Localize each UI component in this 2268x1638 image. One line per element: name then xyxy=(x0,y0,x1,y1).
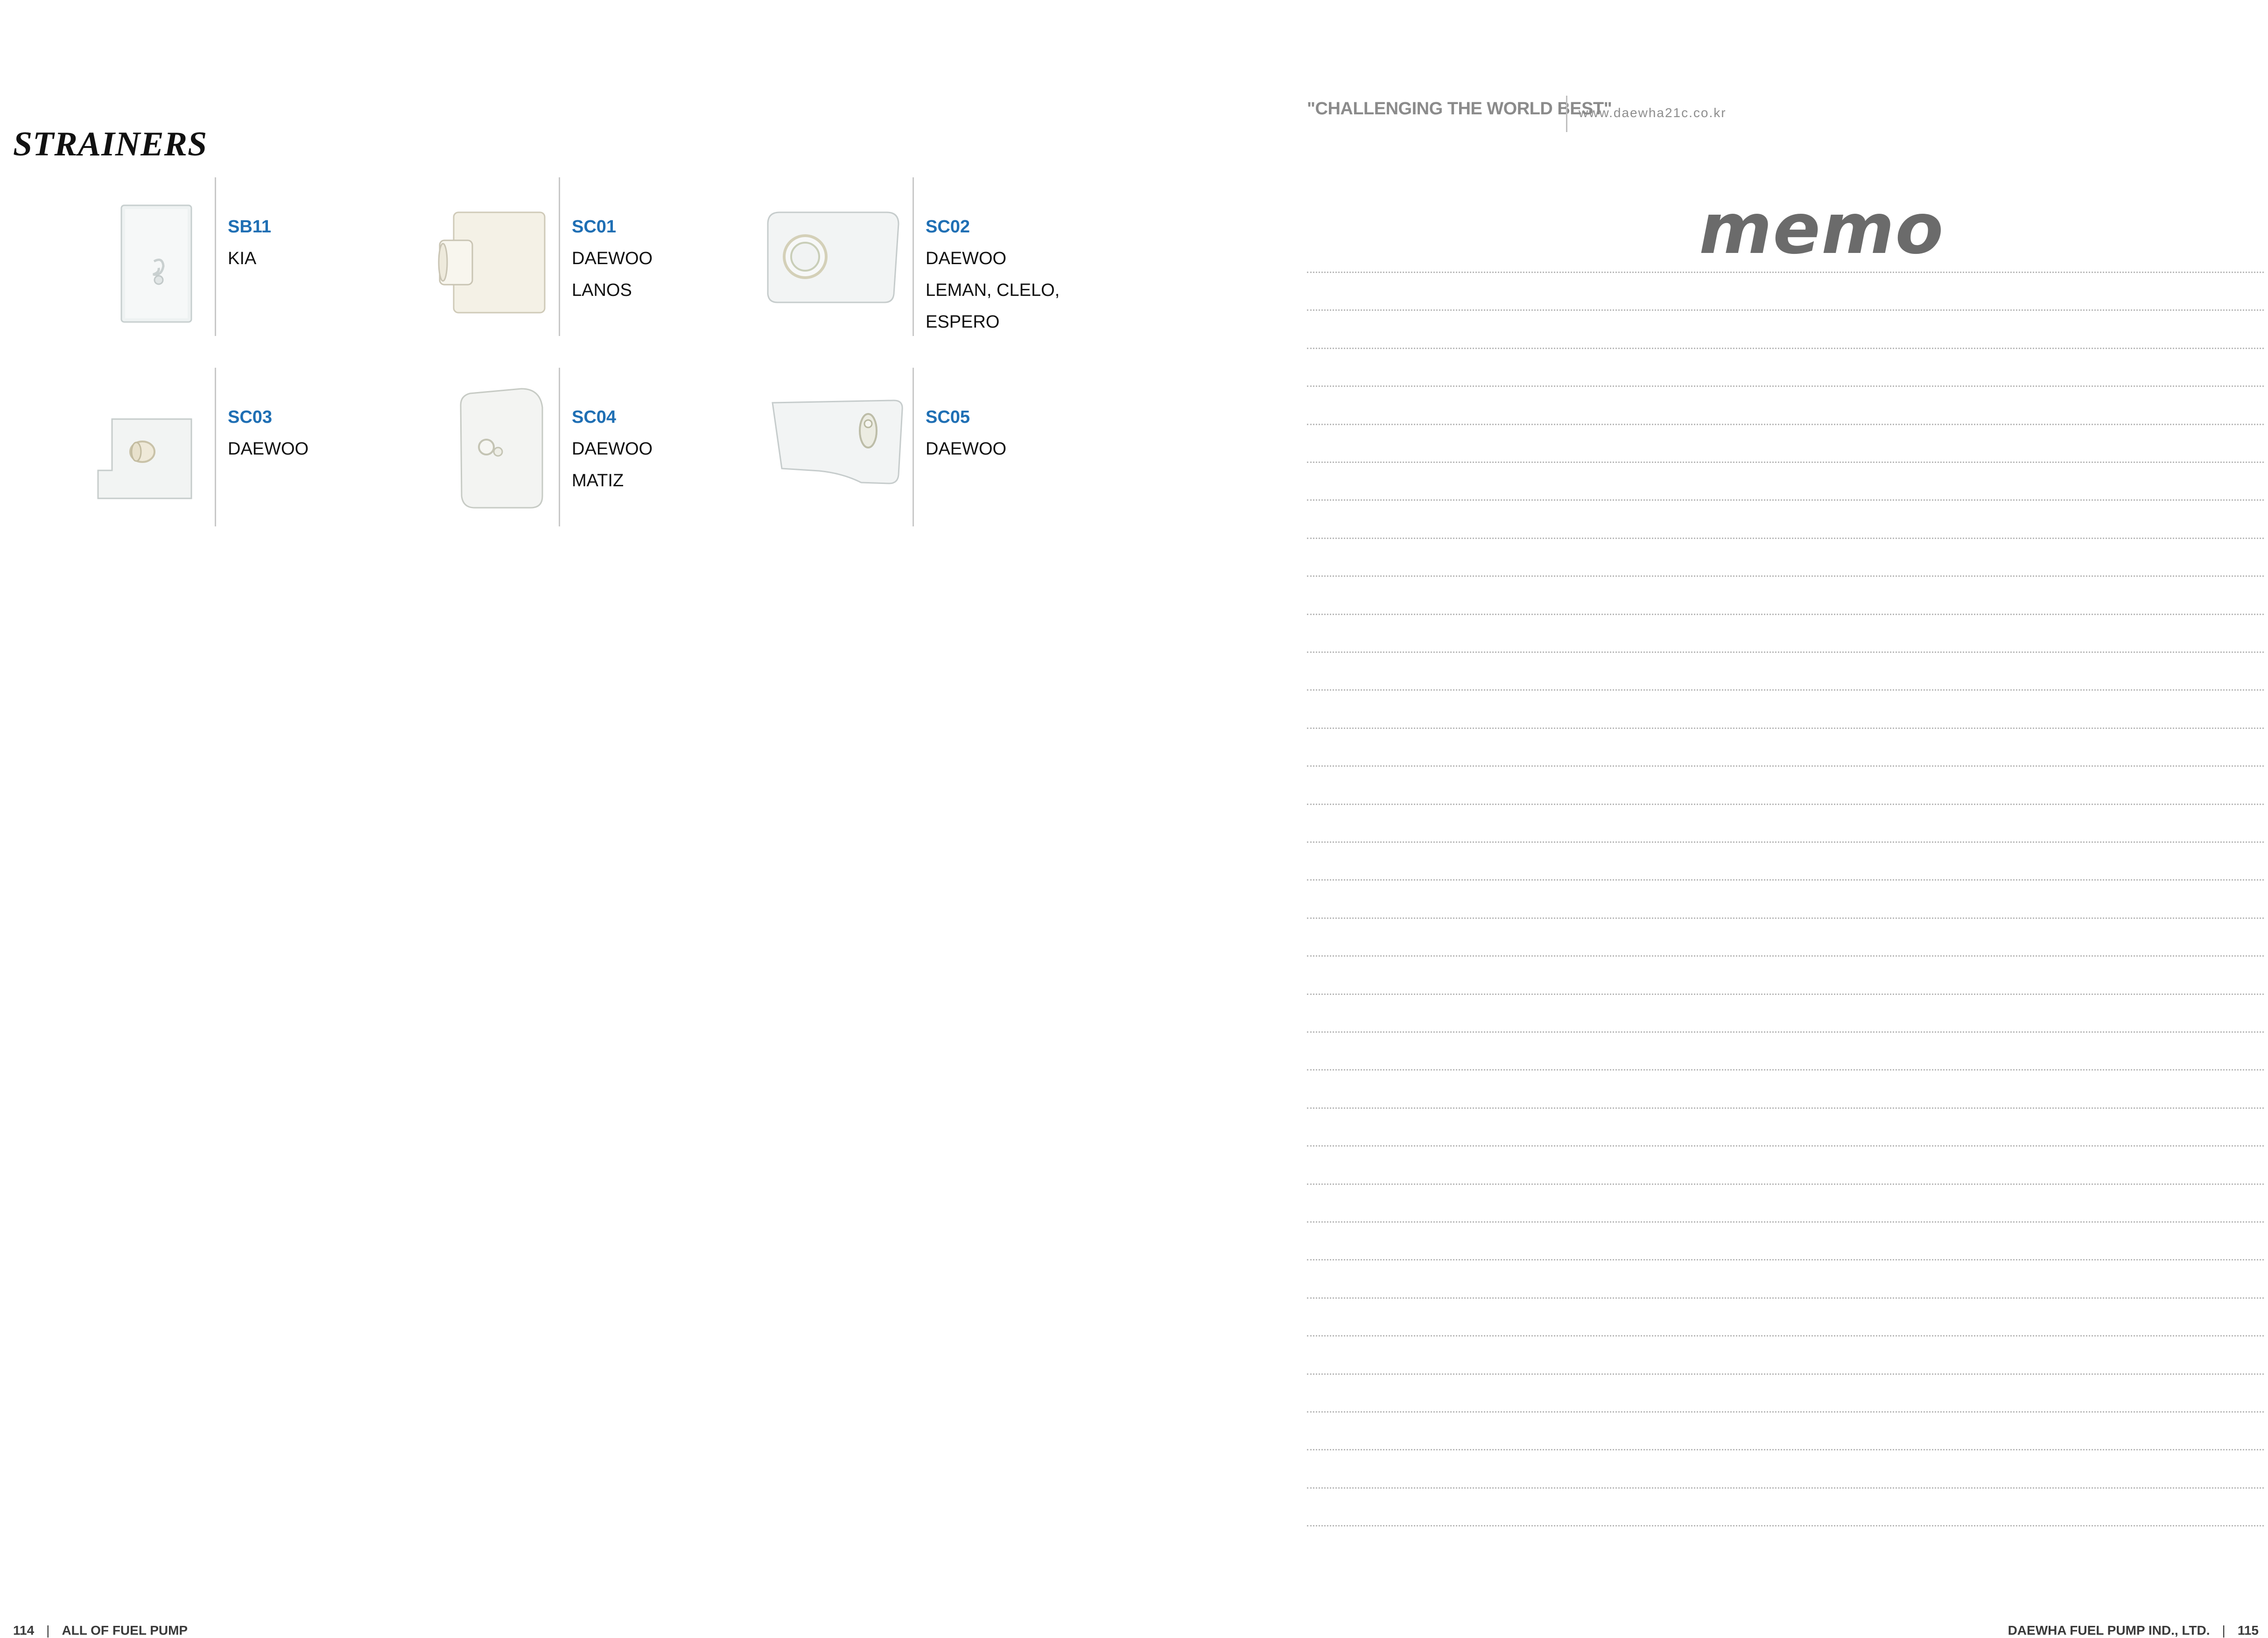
left-footer: 114 | ALL OF FUEL PUMP xyxy=(13,1623,188,1638)
product-card: SC04 DAEWOO MATIZ xyxy=(433,368,759,526)
memo-rule-line xyxy=(1307,1487,2264,1489)
memo-rule-line xyxy=(1307,1411,2264,1413)
memo-rule-line xyxy=(1307,462,2264,463)
memo-rule-line xyxy=(1307,1259,2264,1260)
product-application: LANOS xyxy=(572,280,632,300)
product-application: LEMAN, CLELO, xyxy=(926,280,1060,300)
memo-rule-line xyxy=(1307,804,2264,805)
header-divider xyxy=(1566,96,1567,132)
memo-rule-line xyxy=(1307,1221,2264,1223)
memo-rule-line xyxy=(1307,1107,2264,1109)
memo-ruled-area xyxy=(1307,272,2264,1532)
left-page-number: 114 xyxy=(13,1623,35,1638)
memo-rule-line xyxy=(1307,765,2264,767)
section-title: STRAINERS xyxy=(13,125,208,163)
product-card: SC02 DAEWOO LEMAN, CLELO, ESPERO xyxy=(767,177,1113,338)
product-code: SC04 xyxy=(572,407,617,427)
product-application: DAEWOO xyxy=(572,439,653,459)
footer-separator: | xyxy=(2222,1623,2226,1638)
memo-rule-line xyxy=(1307,499,2264,501)
footer-separator: | xyxy=(46,1623,50,1638)
product-divider xyxy=(913,368,914,526)
website-url: www.daewha21c.co.kr xyxy=(1579,105,1727,120)
product-divider xyxy=(913,177,914,336)
memo-rule-line xyxy=(1307,309,2264,311)
strainer-sc02-image xyxy=(767,211,899,303)
product-card: SC03 DAEWOO xyxy=(89,368,415,526)
product-code: SB11 xyxy=(228,217,271,237)
memo-rule-line xyxy=(1307,917,2264,919)
right-footer-text: DAEWHA FUEL PUMP IND., LTD. xyxy=(2008,1623,2210,1638)
product-card: SC05 DAEWOO xyxy=(772,368,1113,526)
memo-rule-line xyxy=(1307,879,2264,881)
product-application: DAEWOO xyxy=(572,249,653,268)
memo-rule-line xyxy=(1307,1373,2264,1375)
product-application: ESPERO xyxy=(926,312,1000,332)
memo-rule-line xyxy=(1307,1297,2264,1299)
product-divider xyxy=(215,368,216,526)
product-application: DAEWOO xyxy=(926,249,1007,268)
product-application: DAEWOO xyxy=(926,439,1007,459)
strainer-sc03-image xyxy=(97,418,192,499)
memo-rule-line xyxy=(1307,955,2264,957)
product-application: MATIZ xyxy=(572,471,624,490)
product-code: SC01 xyxy=(572,217,617,237)
right-footer: DAEWHA FUEL PUMP IND., LTD. | 115 xyxy=(2008,1623,2259,1638)
memo-rule-line xyxy=(1307,1145,2264,1147)
memo-rule-line xyxy=(1307,348,2264,349)
product-code: SC02 xyxy=(926,217,970,237)
product-info: SB11 KIA xyxy=(228,211,271,274)
memo-rule-line xyxy=(1307,272,2264,273)
memo-rule-line xyxy=(1307,1449,2264,1450)
product-info: SC02 DAEWOO LEMAN, CLELO, ESPERO xyxy=(926,211,1060,338)
memo-rule-line xyxy=(1307,994,2264,995)
product-info: SC01 DAEWOO LANOS xyxy=(572,211,653,306)
product-divider xyxy=(559,368,560,526)
left-footer-text: ALL OF FUEL PUMP xyxy=(62,1623,188,1638)
product-divider xyxy=(559,177,560,336)
product-card: SB11 KIA xyxy=(89,177,415,336)
product-code: SC05 xyxy=(926,407,970,427)
strainer-sb11-image xyxy=(120,204,192,323)
strainer-sc01-image xyxy=(438,211,546,314)
memo-rule-line xyxy=(1307,575,2264,577)
product-application: DAEWOO xyxy=(228,439,309,459)
product-info: SC04 DAEWOO MATIZ xyxy=(572,401,653,497)
memo-rule-line xyxy=(1307,614,2264,615)
product-card: SC01 DAEWOO LANOS xyxy=(433,177,759,336)
product-info: SC03 DAEWOO xyxy=(228,401,309,465)
memo-rule-line xyxy=(1307,651,2264,653)
memo-rule-line xyxy=(1307,689,2264,691)
strainer-sc04-image xyxy=(460,388,543,509)
memo-rule-line xyxy=(1307,1031,2264,1033)
right-page-number: 115 xyxy=(2237,1623,2259,1638)
memo-rule-line xyxy=(1307,538,2264,539)
memo-rule-line xyxy=(1307,385,2264,387)
slogan: "CHALLENGING THE WORLD BEST" xyxy=(1307,99,1612,119)
memo-rule-line xyxy=(1307,1335,2264,1337)
memo-rule-line xyxy=(1307,841,2264,843)
product-info: SC05 DAEWOO xyxy=(926,401,1006,465)
memo-rule-line xyxy=(1307,728,2264,729)
memo-title: memo xyxy=(1699,189,1945,270)
product-application: KIA xyxy=(228,249,257,268)
product-code: SC03 xyxy=(228,407,273,427)
memo-rule-line xyxy=(1307,1525,2264,1526)
memo-rule-line xyxy=(1307,1069,2264,1071)
product-divider xyxy=(215,177,216,336)
strainer-sc05-image xyxy=(772,399,903,484)
memo-rule-line xyxy=(1307,1183,2264,1185)
memo-rule-line xyxy=(1307,424,2264,425)
